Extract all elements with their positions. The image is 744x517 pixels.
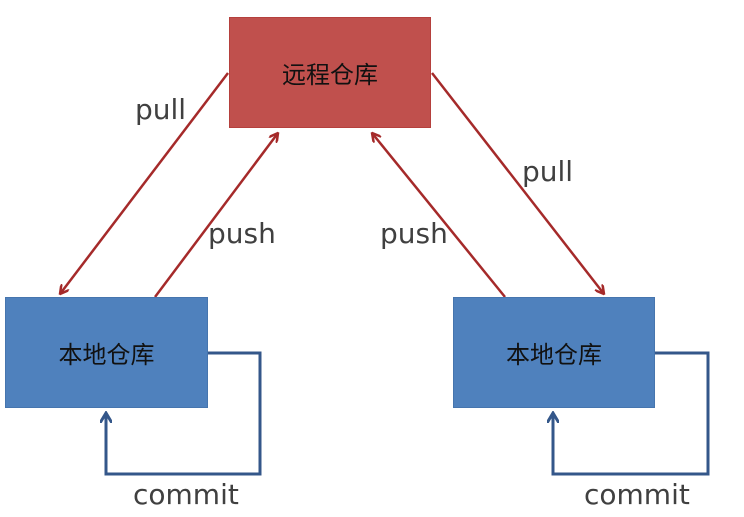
pull-label-left: pull (135, 93, 187, 126)
commit-label-right: commit (584, 478, 690, 511)
remote-repository-box: 远程仓库 (229, 17, 431, 128)
local-repository-label-left: 本地仓库 (58, 341, 155, 369)
commit-loop-right (553, 351, 710, 476)
commit-label-left: commit (133, 478, 239, 511)
local-repository-box-left: 本地仓库 (5, 297, 208, 408)
pull-label-right: pull (522, 155, 574, 188)
pull-arrow-left (60, 72, 229, 294)
local-repository-box-right: 本地仓库 (453, 297, 655, 408)
remote-repository-label: 远程仓库 (282, 61, 378, 89)
push-arrow-left (154, 133, 278, 298)
push-label-left: push (208, 217, 276, 250)
push-label-right: push (380, 217, 448, 250)
local-repository-label-right: 本地仓库 (506, 341, 602, 369)
pull-arrow-right (431, 72, 604, 294)
commit-loop-left (106, 351, 262, 476)
push-arrow-right (372, 133, 506, 298)
